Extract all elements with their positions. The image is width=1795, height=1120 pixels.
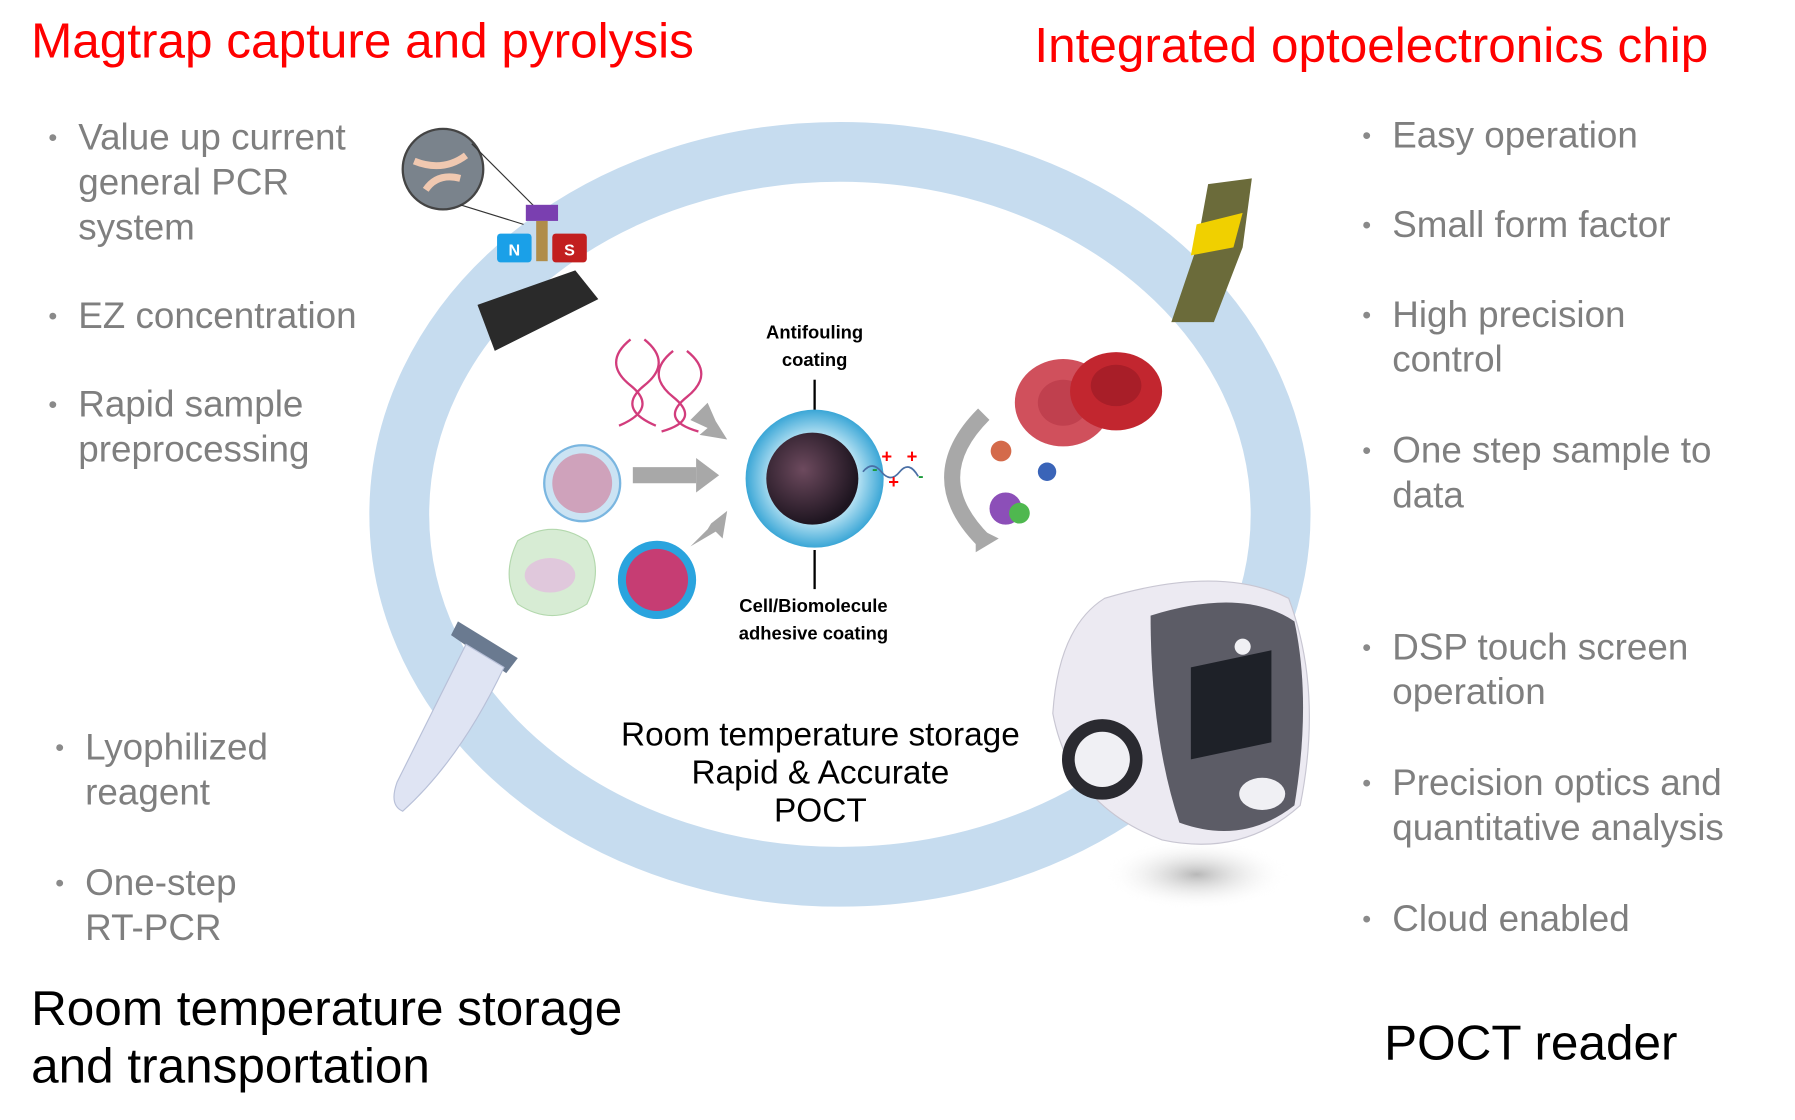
bullet-dsp-touch: DSP touch screen operation: [1362, 625, 1726, 715]
magtrap-feature-list: Value up current general PCR system EZ c…: [48, 115, 393, 472]
bullet-high-precision: High precision control: [1362, 292, 1680, 382]
heading-poct-reader: POCT reader: [1384, 1015, 1678, 1072]
bullet-value-up-pcr: Value up current general PCR system: [48, 115, 389, 250]
label-line: adhesive coating: [738, 624, 889, 645]
bullet-precision-optics: Precision optics and quantitative analys…: [1362, 761, 1772, 851]
protein-icon: [990, 440, 1012, 462]
title-magtrap: Magtrap capture and pyrolysis: [31, 13, 694, 70]
reader-feature-list: Easy operation Small form factor High pr…: [1362, 113, 1772, 941]
bullet-ez-concentration: EZ concentration: [48, 293, 393, 338]
bullet-cloud-enabled: Cloud enabled: [1362, 896, 1772, 941]
svg-text:+: +: [907, 446, 918, 467]
touch-screen: [1190, 650, 1272, 760]
svg-text:+: +: [881, 446, 892, 467]
magnet-north-label: N: [509, 241, 521, 259]
heading-line: and transportation: [31, 1038, 430, 1095]
svg-text:-: -: [918, 467, 923, 485]
label-line: coating: [781, 350, 848, 371]
bullet-rt-pcr: One-step RT-PCR: [55, 861, 246, 951]
svg-text:+: +: [888, 471, 899, 492]
bullet-easy-operation: Easy operation: [1362, 113, 1772, 158]
bullet-small-form-factor: Small form factor: [1362, 203, 1772, 248]
bullet-rapid-sample: Rapid sample preprocessing: [48, 382, 354, 472]
heading-line: Room temperature storage: [31, 981, 623, 1037]
title-optoelectronics-chip: Integrated optoelectronics chip: [1034, 18, 1709, 74]
protein-icon: [1037, 462, 1057, 481]
arrow-icons: [632, 402, 728, 547]
caption-line: Rapid & Accurate: [691, 754, 950, 792]
bullet-lyophilized: Lyophilized reagent: [55, 725, 292, 815]
dna-icon: [615, 338, 703, 433]
magnified-view-icon: [401, 127, 485, 211]
label-adhesive: Cell/Biomolecule adhesive coating: [710, 594, 917, 649]
svg-text:-: -: [872, 460, 877, 478]
reagent-feature-list: Lyophilized reagent One-step RT-PCR: [55, 725, 292, 951]
magnet-north-icon: [497, 233, 532, 263]
label-line: Cell/Biomolecule: [739, 597, 888, 617]
label-line: Antifouling: [766, 323, 864, 343]
magnet-south-label: S: [564, 241, 575, 259]
bullet-one-step-sample: One step sample to data: [1362, 428, 1714, 518]
center-caption: Room temperature storage Rapid & Accurat…: [590, 717, 1050, 831]
heading-storage-transport: Room temperature storage and transportat…: [31, 980, 622, 1095]
curved-arrow-icon: [944, 408, 990, 547]
comb-device-icon: [477, 270, 599, 351]
magnet-south-icon: [552, 233, 587, 263]
caption-line: Room temperature storage: [621, 716, 1020, 754]
label-antifouling: Antifouling coating: [723, 320, 907, 375]
caption-line: POCT: [774, 792, 867, 830]
